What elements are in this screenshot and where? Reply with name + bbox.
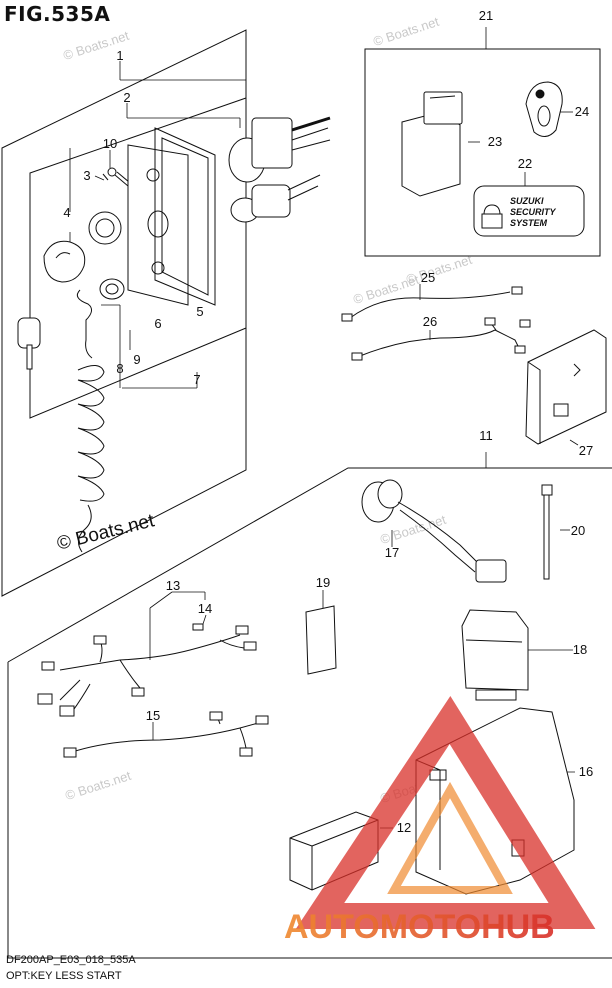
security-label-line3: SYSTEM <box>510 218 548 228</box>
security-label-line2: SECURITY <box>510 207 557 217</box>
callout-22: 22 <box>518 156 532 171</box>
callout-20: 20 <box>571 523 585 538</box>
group-1-outline <box>1 29 247 597</box>
mounting-plate-icon <box>127 144 189 306</box>
callout-25: 25 <box>421 270 435 285</box>
callout-27: 27 <box>579 443 593 458</box>
callout-21: 21 <box>479 8 493 23</box>
group-21-box <box>364 48 601 257</box>
harness-15-icon <box>63 711 269 758</box>
callout-18: 18 <box>573 642 587 657</box>
callout-3: 3 <box>83 168 90 183</box>
callout-13: 13 <box>166 578 180 593</box>
cable-tie-icon <box>541 484 553 580</box>
callout-10: 10 <box>103 136 117 151</box>
screw-icon <box>107 167 130 187</box>
key-fob-icon <box>43 240 86 283</box>
security-label-icon <box>473 185 585 237</box>
callout-2: 2 <box>123 90 130 105</box>
callout-6: 6 <box>154 316 161 331</box>
callout-7: 7 <box>193 372 200 387</box>
key-icon <box>17 317 41 370</box>
figure-title: FIG.535A <box>4 2 111 26</box>
callout-labels: 1 2 3 4 5 6 7 8 9 10 11 12 13 14 15 16 1… <box>63 8 593 835</box>
bracket-27-icon <box>525 329 607 445</box>
remote-fob-icon <box>525 81 563 137</box>
callout-11: 11 <box>479 428 493 443</box>
callout-16: 16 <box>579 764 593 779</box>
callout-12: 12 <box>397 820 411 835</box>
callout-23: 23 <box>488 134 502 149</box>
callout-19: 19 <box>316 575 330 590</box>
ring-nut-icon <box>88 211 125 300</box>
group-11-outline <box>7 467 612 663</box>
callout-4: 4 <box>63 205 70 220</box>
harness-26-icon <box>351 317 531 361</box>
buzzer-icon <box>361 479 507 583</box>
adhesive-pad-icon <box>305 605 337 675</box>
security-label-text: SUZUKI SECURITY SYSTEM <box>510 196 557 228</box>
control-module-icon <box>401 91 463 197</box>
callout-1: 1 <box>116 48 123 63</box>
callout-15: 15 <box>146 708 160 723</box>
harness-13-icon <box>37 623 257 717</box>
callout-9: 9 <box>133 352 140 367</box>
gasket-icon <box>154 127 216 306</box>
figure-code: DF200AP_E03_018_535A <box>6 954 136 966</box>
callout-26: 26 <box>423 314 437 329</box>
callout-8: 8 <box>116 361 123 376</box>
callout-5: 5 <box>196 304 203 319</box>
switch-body-icon <box>228 116 331 223</box>
brand-triangle-icon <box>295 695 596 929</box>
relay-icon <box>461 609 529 701</box>
small-screw-icon <box>102 173 109 181</box>
harness-25-icon <box>341 286 523 322</box>
callout-17: 17 <box>385 545 399 560</box>
figure-caption: OPT:KEY LESS START <box>6 970 122 982</box>
brand-watermark: AUTOMOTOHUB <box>284 908 555 946</box>
security-label-line1: SUZUKI <box>510 196 544 206</box>
group-11-outline <box>7 662 612 959</box>
lanyard-coil-icon <box>76 289 105 553</box>
callout-14: 14 <box>198 601 212 616</box>
callout-24: 24 <box>575 104 589 119</box>
